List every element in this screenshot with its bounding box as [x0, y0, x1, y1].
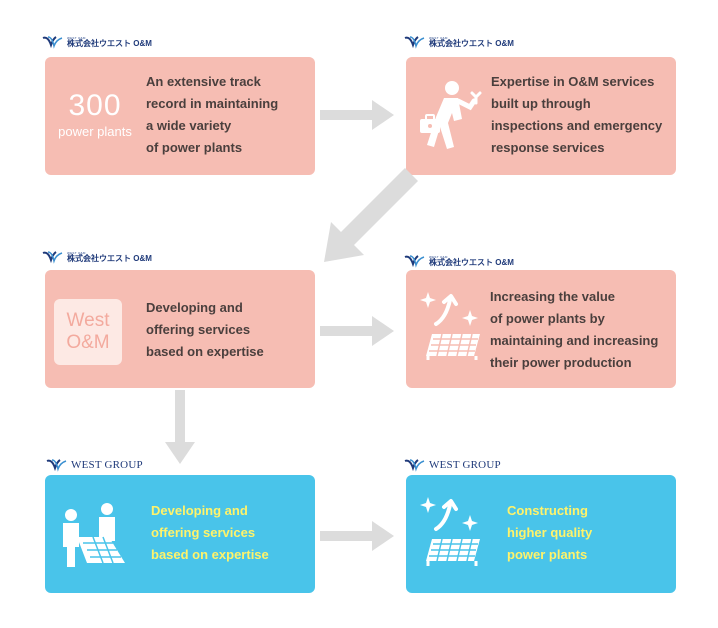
solar-panel-icon	[420, 497, 480, 566]
constructing-text: Constructing higher quality power plants	[507, 503, 593, 562]
technician-icon	[420, 81, 482, 149]
track-record-box: 300 power plants An extensive track reco…	[45, 57, 315, 175]
west-om-emblem: West O&M	[54, 299, 122, 365]
constructing-box: Constructing higher quality power plants	[406, 475, 676, 593]
logo-company-name: 株式会社ウエスト O&M	[429, 257, 514, 267]
expertise-box: Expertise in O&M services built up throu…	[406, 57, 676, 175]
developing-group-box: Developing and offering services based o…	[45, 475, 315, 593]
logo-subtitle: WEST O&M	[67, 250, 86, 255]
west-om-logo: WEST O&M 株式会社ウエスト O&M	[404, 253, 514, 269]
logo-wave-icon	[404, 459, 425, 472]
badge-number: 300	[68, 89, 122, 122]
developing-om-box: West O&M Developing and offering service…	[45, 270, 315, 388]
increasing-value-box: Increasing the value of power plants by …	[406, 270, 676, 388]
logo-wave-icon	[46, 459, 67, 472]
people-panel-icon	[63, 503, 125, 567]
developing-om-text: Developing and offering services based o…	[146, 300, 264, 359]
logo-subtitle: WEST O&M	[429, 254, 448, 259]
emblem-line-1: West	[66, 310, 110, 331]
west-group-logo: WEST GROUP	[46, 457, 143, 473]
logo-subtitle: WEST O&M	[67, 35, 86, 40]
logo-wave-icon	[42, 36, 63, 49]
logo-company-name: 株式会社ウエスト O&M	[67, 253, 152, 263]
arrow-right-2	[320, 316, 394, 346]
logo-wave-icon	[42, 251, 63, 264]
expertise-text: Expertise in O&M services built up throu…	[491, 74, 663, 155]
logo-wave-icon	[404, 36, 425, 49]
logo-wave-icon	[404, 255, 425, 268]
west-om-logo: WEST O&M 株式会社ウエスト O&M	[404, 34, 514, 50]
west-group-logo: WEST GROUP	[404, 457, 501, 473]
arrow-right-1	[320, 100, 394, 130]
emblem-line-2: O&M	[66, 332, 110, 353]
logo-company-name: 株式会社ウエスト O&M	[429, 38, 514, 48]
logo-company-name: 株式会社ウエスト O&M	[67, 38, 152, 48]
logo-subtitle: WEST O&M	[429, 35, 448, 40]
track-record-text: An extensive track record in maintaining…	[146, 74, 279, 155]
arrow-right-3	[320, 521, 394, 551]
logo-group-name: WEST GROUP	[429, 458, 501, 471]
arrow-diagonal	[324, 168, 418, 262]
solar-panel-icon	[420, 292, 480, 360]
increasing-value-text: Increasing the value of power plants by …	[490, 289, 659, 370]
west-om-logo: WEST O&M 株式会社ウエスト O&M	[42, 34, 152, 50]
west-om-logo: WEST O&M 株式会社ウエスト O&M	[42, 249, 152, 265]
developing-group-text: Developing and offering services based o…	[151, 503, 269, 562]
power-plants-badge: 300 power plants	[45, 89, 145, 139]
logo-group-name: WEST GROUP	[71, 458, 143, 471]
arrow-down	[165, 390, 195, 464]
badge-unit: power plants	[58, 124, 132, 139]
